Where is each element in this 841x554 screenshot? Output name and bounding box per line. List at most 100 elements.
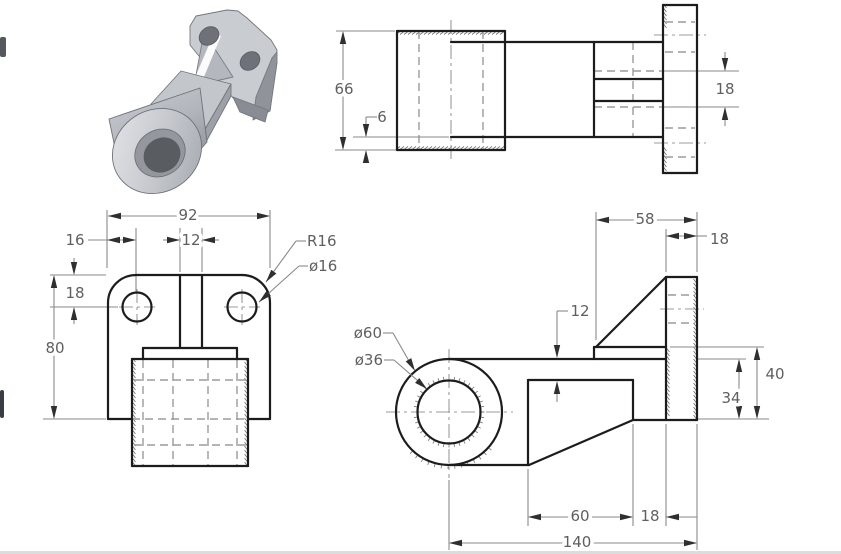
dimension-arrow	[415, 378, 427, 389]
tangent-tick	[409, 451, 413, 454]
dim-18-left-view: 18	[65, 284, 84, 302]
dimension-arrow	[449, 539, 462, 547]
dim-140: 140	[563, 533, 592, 551]
circle-edge	[394, 357, 504, 467]
tangent-tick	[417, 395, 421, 398]
dim-d16: ø16	[309, 257, 337, 275]
tangent-tick	[415, 455, 418, 459]
tangent-tick	[420, 430, 423, 434]
dimension-arrow	[339, 137, 347, 150]
tangent-tick	[479, 421, 483, 424]
tangent-tick	[475, 390, 478, 394]
flange-hole-upper	[198, 26, 220, 46]
tangent-tick	[484, 452, 487, 456]
visible-edge	[527, 418, 635, 467]
dimension-arrow	[735, 359, 743, 372]
dim-12-left-view: 12	[181, 231, 200, 249]
dim-d60: ø60	[354, 324, 382, 342]
rib-highlight	[194, 33, 221, 84]
tangent-tick	[477, 395, 481, 398]
dim-60: 60	[570, 507, 589, 525]
flange-hole-lower	[239, 51, 261, 71]
dim-16: 16	[65, 231, 84, 249]
tangent-tick	[432, 380, 435, 384]
dimension-arrow	[684, 216, 697, 224]
dimension-arrow	[666, 232, 679, 240]
flange-foot	[232, 96, 269, 123]
dim-92: 92	[178, 206, 197, 224]
tangent-tick	[463, 440, 466, 444]
dimension-arrow	[553, 345, 561, 358]
dim-58: 58	[635, 210, 654, 228]
fillet-edge	[240, 273, 272, 305]
dim-40: 40	[765, 365, 784, 383]
dimension-arrow	[684, 539, 697, 547]
dimension-arrow	[257, 212, 270, 220]
dimension-arrow	[528, 513, 541, 521]
tangent-tick	[471, 434, 475, 438]
tangent-tick	[488, 447, 492, 451]
clipped-edge-mark	[0, 390, 4, 418]
dimension-arrow	[553, 381, 561, 394]
tangent-tick	[432, 440, 435, 444]
fillet-edge	[106, 273, 138, 305]
dimension-arrow	[339, 31, 347, 44]
dimension-arrow	[596, 216, 609, 224]
dimension-arrow	[259, 290, 271, 302]
tangent-tick	[463, 380, 466, 384]
dimension-arrow	[362, 124, 370, 137]
dim-18-bottom: 18	[640, 507, 659, 525]
tangent-tick	[458, 442, 461, 446]
screen-edge-artifacts	[0, 37, 841, 554]
plate-right-side	[252, 51, 278, 121]
tangent-tick	[477, 426, 481, 429]
tangent-tick	[415, 400, 419, 403]
dimension-arrow	[721, 107, 729, 120]
dimension-arrow	[362, 150, 370, 163]
dim-18-top-view: 18	[715, 80, 734, 98]
tangent-tick	[475, 430, 478, 434]
tangent-tick	[471, 386, 475, 390]
tangent-tick	[437, 378, 440, 382]
tangent-tick	[427, 383, 431, 386]
dim-18-flange: 18	[710, 230, 729, 248]
tangent-tick	[467, 383, 471, 386]
dimension-arrow	[167, 236, 180, 244]
dimension-arrow	[753, 347, 761, 360]
tangent-tick	[437, 442, 440, 446]
dim-6: 6	[377, 108, 387, 126]
tangent-tick	[417, 426, 421, 429]
dimension-arrow	[70, 262, 78, 275]
dimension-arrow	[684, 232, 697, 240]
tangent-tick	[433, 464, 436, 468]
dimension-arrow	[202, 236, 215, 244]
tangent-tick	[473, 459, 476, 463]
dimension-arrow	[123, 236, 136, 244]
dimension-arrow	[70, 307, 78, 320]
dim-d36: ø36	[355, 351, 383, 369]
tangent-tick	[427, 461, 430, 465]
dimension-arrow	[405, 358, 415, 371]
dimension-arrow	[50, 275, 58, 288]
bottom-edge-strip	[0, 551, 841, 554]
circle-edge	[226, 291, 258, 323]
tangent-tick	[479, 400, 483, 403]
circle-edge	[416, 379, 482, 445]
clipped-edge-mark	[0, 37, 6, 57]
tangent-tick	[467, 438, 471, 441]
tangent-tick	[427, 438, 431, 441]
dimension-arrow	[107, 236, 120, 244]
dimension-arrow	[666, 513, 679, 521]
dimension-arrow	[721, 58, 729, 71]
bore-hole	[143, 137, 181, 173]
circle-edge	[121, 291, 153, 323]
dim-80: 80	[45, 339, 64, 357]
tangent-tick	[415, 421, 419, 424]
isometric-view	[108, 9, 278, 194]
dimension-arrow	[266, 269, 277, 282]
dimension-arrow	[108, 212, 121, 220]
